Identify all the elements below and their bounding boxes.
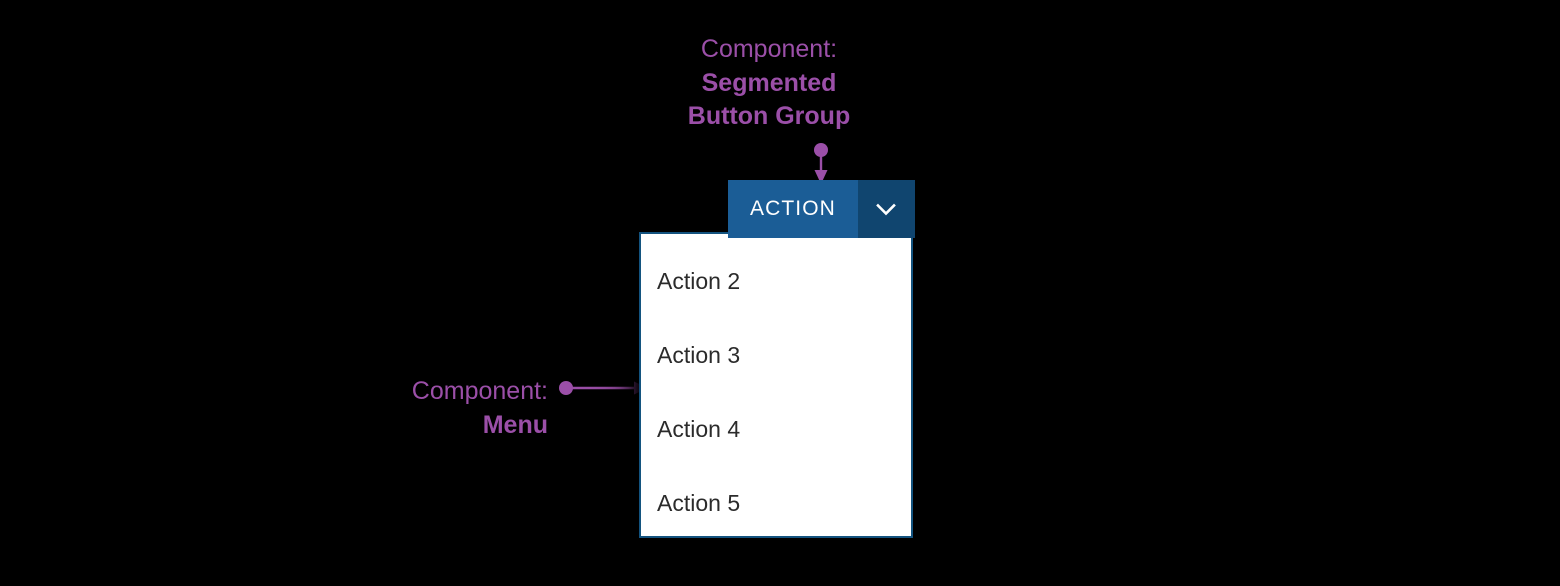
menu-item[interactable]: Action 2 (641, 244, 911, 318)
annotation-component-name-line2: Button Group (687, 102, 851, 130)
annotation-prefix: Component: (700, 35, 838, 63)
annotation-pointer-down-arrow (814, 143, 828, 184)
segmented-button-group[interactable]: ACTION (728, 180, 915, 238)
menu-item-label: Action 4 (657, 415, 741, 442)
annotation-label-segmented-button-group: Component: Segmented Button Group (600, 33, 938, 134)
menu-item[interactable]: Action 4 (641, 392, 911, 466)
menu-item-label: Action 5 (657, 489, 741, 516)
menu-item-label: Action 2 (657, 267, 741, 294)
menu-item[interactable]: Action 5 (641, 466, 911, 540)
annotation-prefix: Component: (411, 377, 548, 405)
menu[interactable]: Action 2 Action 3 Action 4 Action 5 (639, 232, 913, 538)
action-button[interactable]: ACTION (728, 180, 858, 238)
chevron-down-icon (873, 196, 899, 222)
annotation-label-menu: Component: Menu (300, 375, 548, 442)
menu-item[interactable]: Action 3 (641, 318, 911, 392)
action-dropdown-toggle-button[interactable] (857, 180, 915, 238)
annotation-component-name: Menu (482, 410, 548, 439)
menu-item-label: Action 3 (657, 341, 741, 368)
annotation-component-name-line1: Segmented (701, 68, 837, 97)
